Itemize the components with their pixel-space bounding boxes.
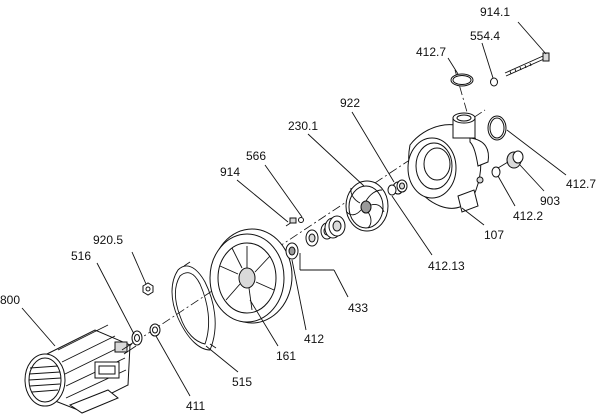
label-412: 412	[304, 332, 324, 346]
part-554-4-washer	[490, 77, 498, 87]
label-566: 566	[246, 149, 266, 163]
part-412-2-o-ring	[491, 166, 501, 178]
label-412-2: 412.2	[513, 209, 543, 223]
label-914-1: 914.1	[480, 5, 510, 19]
part-412-o-ring	[285, 242, 299, 260]
label-554-4: 554.4	[470, 29, 500, 43]
label-412-7-right: 412.7	[566, 177, 596, 191]
part-516-ring	[131, 330, 143, 346]
part-411-washer	[149, 323, 161, 337]
part-230-1-impeller	[345, 180, 389, 232]
part-922-nut	[392, 179, 408, 195]
part-566-pin	[298, 217, 304, 223]
part-903-plug	[497, 150, 524, 169]
label-800: 800	[0, 293, 20, 307]
label-903: 903	[540, 194, 560, 208]
part-515-clamp-ring	[171, 261, 217, 351]
motor-800	[24, 324, 131, 414]
label-914: 914	[220, 165, 240, 179]
part-412-7-top-o-ring	[450, 73, 474, 87]
part-920-5-nut	[142, 282, 154, 296]
label-411: 411	[186, 399, 205, 413]
part-107-pump-casing	[407, 112, 489, 213]
part-161-casing-cover	[209, 228, 293, 324]
motor-shaft	[121, 341, 137, 355]
label-107: 107	[484, 228, 504, 242]
part-412-7-right-o-ring	[487, 115, 507, 141]
label-515: 515	[232, 375, 252, 389]
part-914-1-bolt	[504, 52, 550, 77]
label-161: 161	[276, 349, 296, 363]
label-920-5: 920.5	[93, 233, 123, 247]
part-914-screw	[285, 217, 297, 227]
label-230-1: 230.1	[288, 119, 318, 133]
label-412-13: 412.13	[428, 259, 465, 273]
label-433: 433	[348, 301, 368, 315]
part-433-mechanical-seal	[299, 215, 346, 271]
leader-lines	[21, 21, 567, 397]
label-922: 922	[340, 96, 360, 110]
part-412-13-o-ring	[387, 184, 397, 196]
label-412-7-top: 412.7	[416, 45, 446, 59]
label-516: 516	[71, 249, 91, 263]
